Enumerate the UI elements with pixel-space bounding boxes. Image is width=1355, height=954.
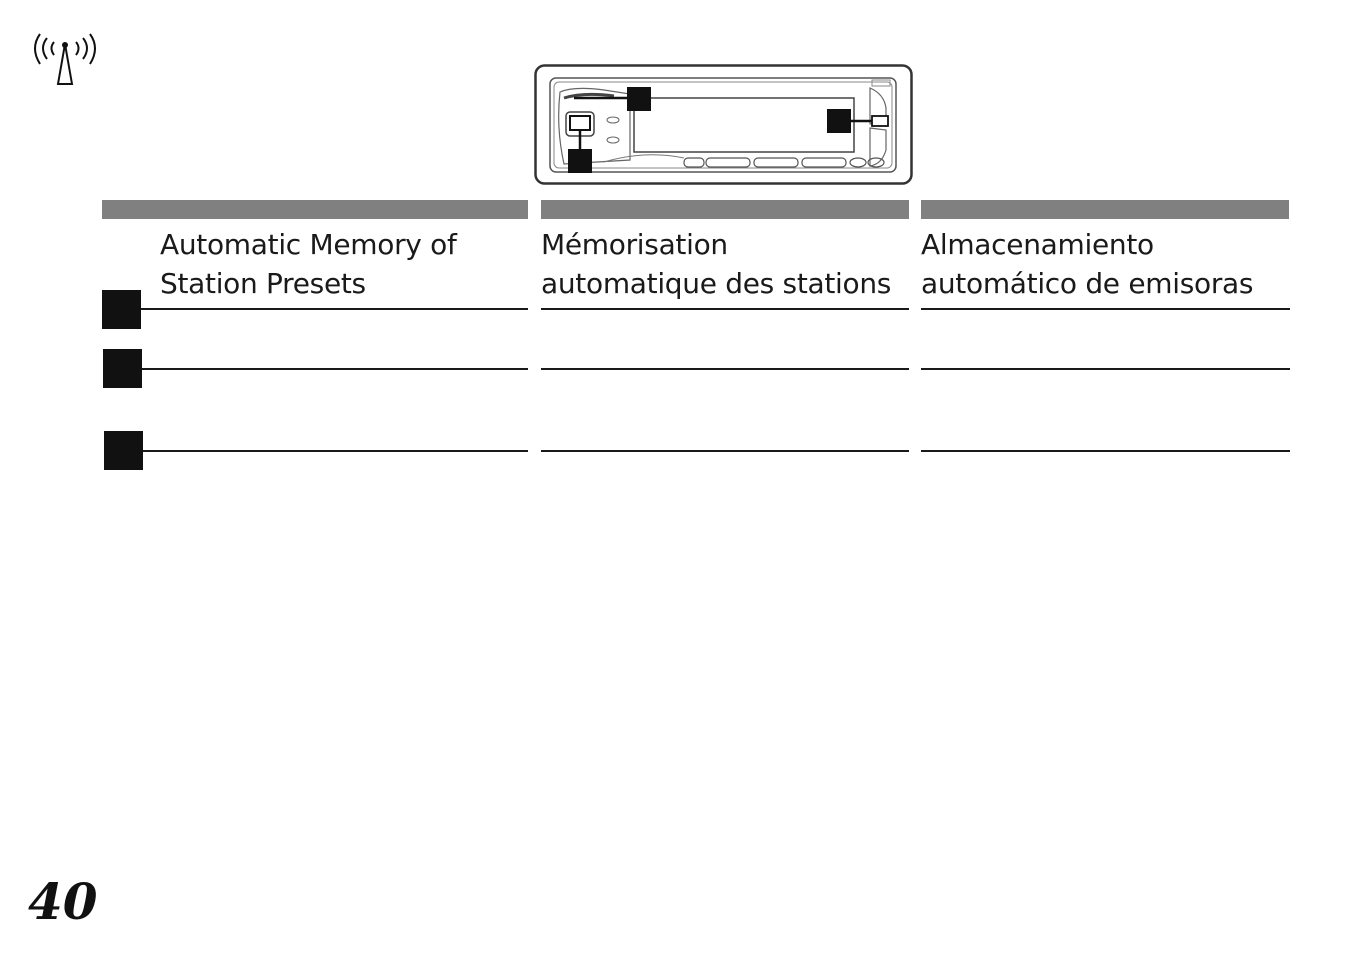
radio-antenna-icon — [34, 33, 96, 85]
step-2-divider-es — [921, 368, 1290, 370]
step-1-divider-en — [141, 308, 528, 310]
section-title-fr-line1: Mémorisation — [541, 228, 728, 261]
section-title-es-line2: automático de emisoras — [921, 267, 1254, 300]
step-3-divider-es — [921, 450, 1290, 452]
step-1-divider-fr — [541, 308, 909, 310]
section-title-fr: Mémorisation automatique des stations — [541, 225, 891, 303]
step-2-divider-en — [142, 368, 528, 370]
column-header-bar-en — [102, 200, 528, 219]
section-title-es-line1: Almacenamiento — [921, 228, 1154, 261]
step-1-marker — [102, 290, 141, 329]
step-2-divider-fr — [541, 368, 909, 370]
step-1-divider-es — [921, 308, 1290, 310]
car-stereo-illustration — [534, 64, 913, 185]
step-3-divider-en — [143, 450, 528, 452]
section-title-en-line1: Automatic Memory of — [160, 228, 457, 261]
section-title-en-line2: Station Presets — [160, 267, 366, 300]
step-2-marker — [103, 349, 142, 388]
section-title-es: Almacenamiento automático de emisoras — [921, 225, 1254, 303]
column-header-bar-fr — [541, 200, 909, 219]
step-3-marker — [104, 431, 143, 470]
page-number: 40 — [28, 872, 98, 931]
section-title-en: Automatic Memory of Station Presets — [160, 225, 457, 303]
column-header-bar-es — [921, 200, 1289, 219]
section-title-fr-line2: automatique des stations — [541, 267, 892, 300]
step-3-divider-fr — [541, 450, 909, 452]
